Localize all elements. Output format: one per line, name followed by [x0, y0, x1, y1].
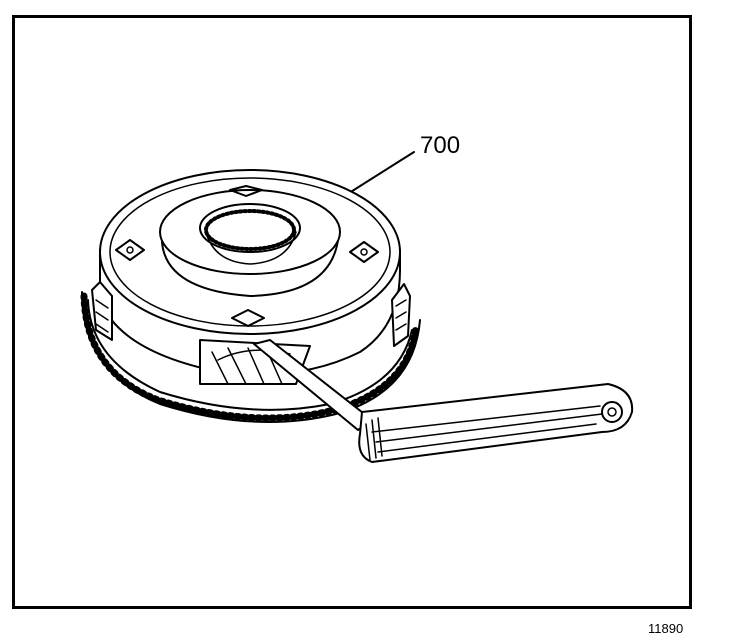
figure-frame — [12, 15, 692, 609]
lug-back — [229, 185, 263, 197]
lug-right-hole — [360, 248, 368, 256]
hub-bore — [199, 203, 301, 253]
pinion-window-left — [91, 281, 113, 341]
lug-right — [349, 241, 379, 263]
hub-top — [159, 189, 341, 275]
pinion-window-right — [391, 283, 411, 347]
feeler-gauge-handle — [358, 383, 634, 463]
feeler-gauge-pivot — [601, 401, 623, 423]
hub-bore-depth — [205, 231, 297, 265]
callout-label: 700 — [420, 132, 461, 159]
hub-bore-spline — [204, 209, 296, 251]
lug-front — [231, 309, 265, 327]
ring-gear-teeth — [80, 291, 421, 423]
lug-left-hole — [126, 246, 134, 254]
figure-number: 11890 — [648, 621, 684, 636]
lug-left — [115, 239, 145, 261]
